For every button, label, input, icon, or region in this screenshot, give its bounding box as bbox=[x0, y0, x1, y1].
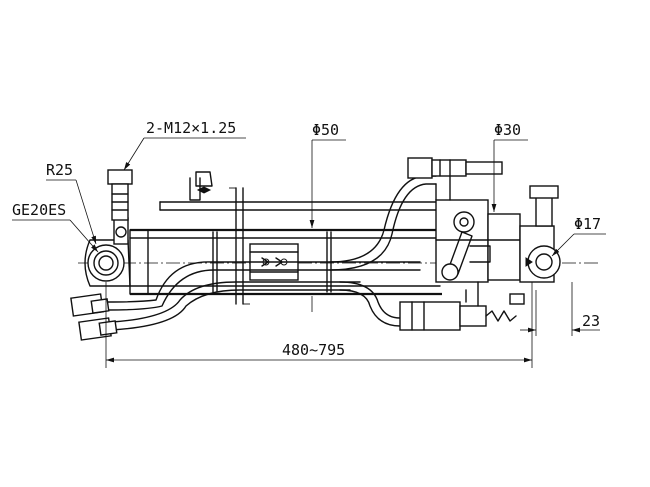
left-clevis bbox=[84, 217, 131, 287]
leader-thread bbox=[123, 137, 246, 171]
label-diameter-50: Φ50 bbox=[312, 121, 339, 139]
label-offset: 23 bbox=[582, 312, 600, 330]
leader-bearing bbox=[12, 219, 99, 253]
label-thread: 2-M12×1.25 bbox=[146, 119, 236, 137]
dimension-length bbox=[105, 282, 533, 368]
leader-diameter-30 bbox=[491, 139, 528, 212]
left-fitting bbox=[107, 169, 133, 221]
upper-pipe bbox=[329, 175, 437, 271]
label-diameter-30: Φ30 bbox=[494, 121, 521, 139]
leader-diameter-50 bbox=[309, 139, 346, 312]
label-stroke-range: 480~795 bbox=[282, 341, 345, 359]
top-bracket bbox=[189, 171, 213, 201]
sensor-unit bbox=[399, 281, 525, 331]
leader-radius bbox=[46, 179, 97, 245]
leader-diameter-17 bbox=[551, 233, 606, 257]
hose-bundle bbox=[107, 261, 421, 331]
right-head bbox=[435, 199, 521, 283]
dimension-offset bbox=[520, 282, 600, 336]
upper-rail bbox=[159, 201, 441, 211]
label-diameter-17: Φ17 bbox=[574, 215, 601, 233]
right-rod-end bbox=[519, 185, 561, 283]
upper-valve bbox=[407, 157, 503, 201]
lower-pipe bbox=[339, 281, 401, 327]
cylinder-barrel bbox=[129, 228, 442, 296]
label-radius: R25 bbox=[46, 161, 73, 179]
hose-terminals bbox=[70, 293, 118, 341]
label-bearing: GE20ES bbox=[12, 201, 66, 219]
break-lines bbox=[229, 187, 250, 305]
